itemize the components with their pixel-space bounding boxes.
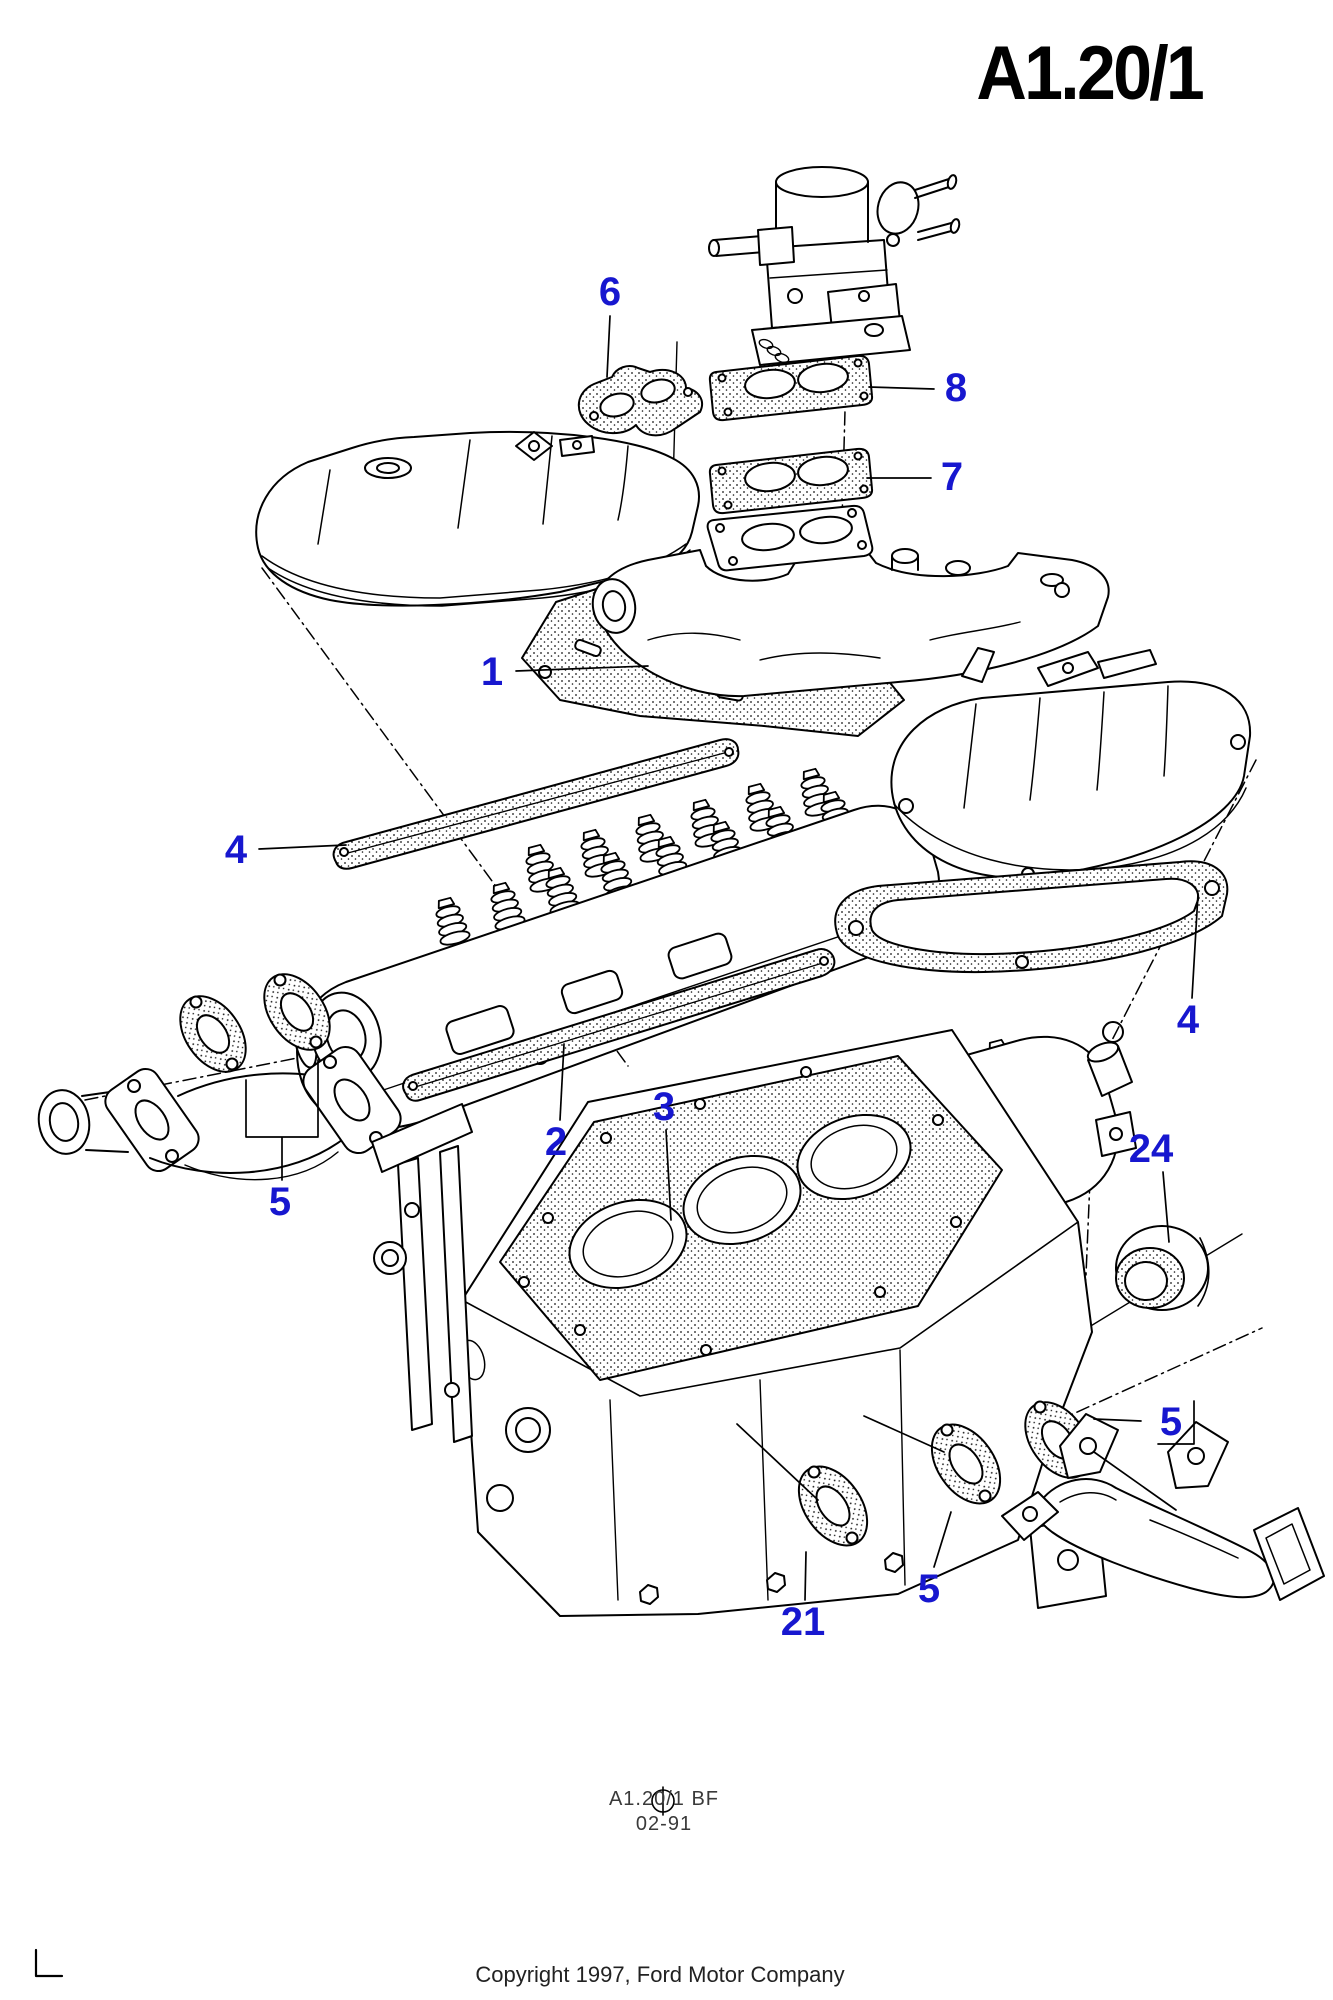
right-exhaust-manifold [1001,1413,1325,1601]
left-valve-cover [255,430,700,607]
figure-footer: A1.20/1 BF 02-91 [0,1786,1328,1836]
page-title: A1.20/1 [976,31,1204,116]
figure-date-code: 02-91 [635,1813,693,1835]
throttle-gasket-6 [578,365,704,437]
left-exhaust-manifold [37,1045,402,1181]
throttle-body [708,166,961,366]
right-valve-cover-gasket-4 [834,860,1229,974]
right-valve-cover [890,647,1252,881]
throttle-gasket-8 [708,354,874,422]
head-gasket-strip-2 [402,948,836,1102]
figure-code: A1.20/1 BF [608,1788,720,1810]
seal-24 [1115,1225,1210,1311]
callout-leader-lines [245,315,1199,1601]
copyright-notice: Copyright 1997, Ford Motor Company [475,1962,845,1987]
corner-crop-mark [34,1948,64,1978]
left-exhaust-gaskets-5 [179,973,331,1073]
manifold-spacer-gasket-7 [708,447,874,515]
registration-mark-icon [651,1786,675,1816]
head-gasket-3 [499,1055,1003,1381]
